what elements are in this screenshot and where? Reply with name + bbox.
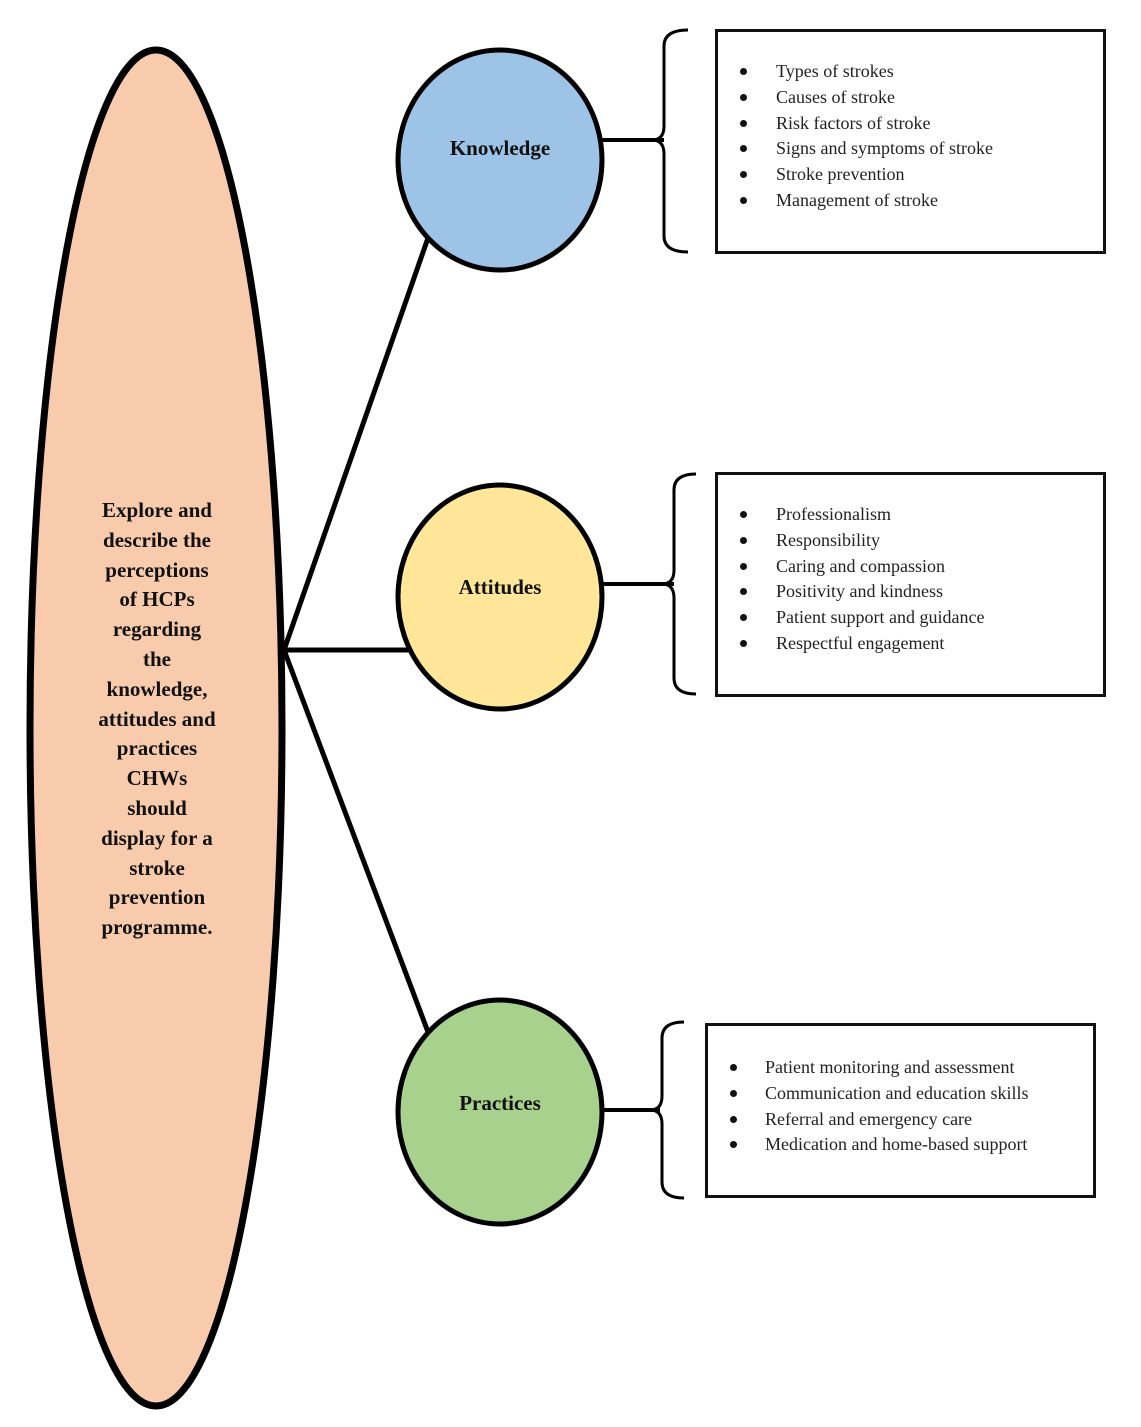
connector-knowledge bbox=[281, 237, 431, 651]
attitudes-list-box: Professionalism Responsibility Caring an… bbox=[715, 472, 1106, 697]
list-item: Management of stroke bbox=[740, 188, 1103, 214]
bullet-icon bbox=[730, 1115, 737, 1123]
bullet-icon bbox=[740, 119, 747, 127]
central-line: Explore and bbox=[102, 498, 212, 522]
list-item-text: Patient support and guidance bbox=[776, 607, 985, 628]
bullet-icon bbox=[740, 145, 747, 153]
list-item-text: Risk factors of stroke bbox=[776, 112, 931, 133]
central-line: practices bbox=[116, 736, 198, 761]
central-line: should bbox=[127, 795, 187, 820]
central-objective-text: Explore and describe the perceptions of … bbox=[66, 496, 248, 943]
list-item: Caring and compassion bbox=[740, 554, 1103, 580]
central-line: prevention bbox=[108, 885, 206, 910]
list-item-text: Caring and compassion bbox=[776, 555, 945, 576]
central-line: describe the bbox=[103, 527, 211, 552]
practices-brace bbox=[649, 1020, 685, 1200]
central-line: regarding bbox=[112, 617, 202, 642]
bullet-icon bbox=[740, 562, 747, 570]
list-item-text: Management of stroke bbox=[776, 189, 938, 210]
central-line: knowledge, bbox=[106, 676, 208, 701]
central-line: stroke bbox=[129, 855, 185, 880]
list-item-text: Signs and symptoms of stroke bbox=[776, 138, 994, 159]
bullet-icon bbox=[740, 588, 747, 596]
central-line: perceptions bbox=[105, 557, 209, 582]
practices-list-box: Patient monitoring and assessment Commun… bbox=[705, 1023, 1096, 1198]
list-item: Referral and emergency care bbox=[730, 1107, 1093, 1133]
knowledge-brace bbox=[651, 28, 689, 254]
list-item-text: Responsibility bbox=[776, 529, 881, 550]
list-item-text: Referral and emergency care bbox=[765, 1108, 973, 1129]
knowledge-list: Types of strokes Causes of stroke Risk f… bbox=[740, 59, 1103, 214]
list-item: Responsibility bbox=[740, 528, 1103, 554]
central-line: display for a bbox=[101, 825, 213, 850]
bullet-icon bbox=[740, 536, 747, 544]
bullet-icon bbox=[730, 1064, 737, 1071]
attitudes-circle bbox=[395, 482, 605, 712]
bullet-icon bbox=[740, 639, 747, 647]
list-item: Causes of stroke bbox=[740, 85, 1103, 111]
list-item-text: Medication and home-based support bbox=[765, 1134, 1028, 1155]
central-ellipse bbox=[26, 46, 286, 1410]
list-item-text: Professionalism bbox=[776, 504, 891, 524]
list-item-text: Positivity and kindness bbox=[776, 581, 944, 602]
list-item-text: Causes of stroke bbox=[776, 86, 895, 107]
list-item: Signs and symptoms of stroke bbox=[740, 136, 1103, 162]
list-item-text: Respectful engagement bbox=[776, 632, 945, 653]
list-item: Communication and education skills bbox=[730, 1081, 1093, 1107]
list-item: Risk factors of stroke bbox=[740, 111, 1103, 137]
knowledge-circle bbox=[395, 47, 605, 273]
practices-list: Patient monitoring and assessment Commun… bbox=[730, 1055, 1093, 1158]
attitudes-label: Attitudes bbox=[458, 575, 542, 599]
list-item-text: Communication and education skills bbox=[765, 1082, 1029, 1103]
list-item: Patient support and guidance bbox=[740, 605, 1103, 631]
list-item: Professionalism bbox=[740, 502, 1103, 528]
central-line: attitudes and bbox=[98, 706, 216, 731]
bullet-icon bbox=[740, 68, 747, 75]
central-line: the bbox=[143, 646, 171, 671]
bullet-icon bbox=[740, 614, 747, 622]
list-item: Stroke prevention bbox=[740, 162, 1103, 188]
central-line: programme. bbox=[101, 915, 213, 940]
bullet-icon bbox=[730, 1141, 737, 1149]
list-item-text: Types of strokes bbox=[776, 61, 894, 81]
bullet-icon bbox=[740, 511, 747, 518]
bullet-icon bbox=[740, 196, 747, 204]
list-item: Respectful engagement bbox=[740, 631, 1103, 657]
bullet-icon bbox=[740, 93, 747, 101]
list-item: Medication and home-based support bbox=[730, 1132, 1093, 1158]
central-line: of HCPs bbox=[119, 587, 195, 612]
bullet-icon bbox=[740, 171, 747, 179]
attitudes-brace bbox=[661, 472, 697, 696]
practices-label: Practices bbox=[459, 1091, 541, 1115]
knowledge-list-box: Types of strokes Causes of stroke Risk f… bbox=[715, 29, 1106, 254]
list-item: Patient monitoring and assessment bbox=[730, 1055, 1093, 1081]
list-item: Types of strokes bbox=[740, 59, 1103, 85]
list-item: Positivity and kindness bbox=[740, 579, 1103, 605]
central-line: CHWs bbox=[126, 766, 188, 791]
list-item-text: Patient monitoring and assessment bbox=[765, 1057, 1015, 1077]
list-item-text: Stroke prevention bbox=[776, 164, 905, 185]
attitudes-list: Professionalism Responsibility Caring an… bbox=[740, 502, 1103, 657]
connector-practices bbox=[281, 649, 431, 1033]
knowledge-label: Knowledge bbox=[449, 136, 551, 160]
bullet-icon bbox=[730, 1089, 737, 1097]
